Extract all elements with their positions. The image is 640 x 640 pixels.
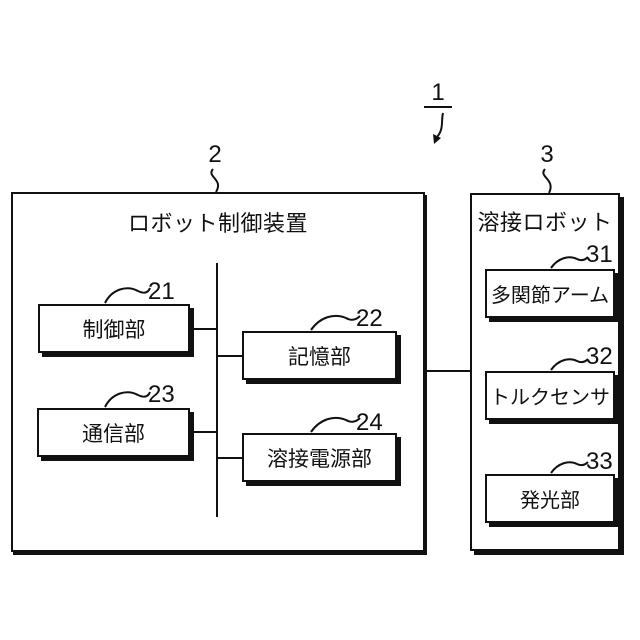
block-welding-power-unit: 溶接電源部 <box>242 433 397 482</box>
robot-controller-title: ロボット制御装置 <box>127 211 308 236</box>
ref-22-label: 22 <box>356 305 383 332</box>
ref-31-label: 31 <box>586 241 613 268</box>
ref-33-label: 33 <box>586 448 613 475</box>
block-control-unit: 制御部 <box>38 304 190 353</box>
welding-robot-title: 溶接ロボット <box>477 210 613 235</box>
figure-ref-arrow-line <box>436 112 444 138</box>
ref-3-label: 3 <box>540 141 554 168</box>
ref-24-label: 24 <box>356 409 383 436</box>
block-articulated-arm: 多関節アーム <box>485 269 615 318</box>
ref-32-label: 32 <box>586 343 613 370</box>
ref-2-leader <box>210 168 219 193</box>
ref-2-label: 2 <box>208 141 222 168</box>
block-torque-sensor: トルクセンサ <box>485 371 615 420</box>
block-communication-unit: 通信部 <box>37 408 190 457</box>
ref-23-label: 23 <box>148 381 175 408</box>
figure-ref-arrowhead <box>433 134 441 144</box>
ref-21-label: 21 <box>148 278 175 305</box>
block-storage-unit: 記憶部 <box>242 331 397 380</box>
figure-ref-label: 1 <box>424 80 452 109</box>
ref-3-leader <box>542 168 552 194</box>
block-light-emitting-unit: 発光部 <box>485 474 615 523</box>
